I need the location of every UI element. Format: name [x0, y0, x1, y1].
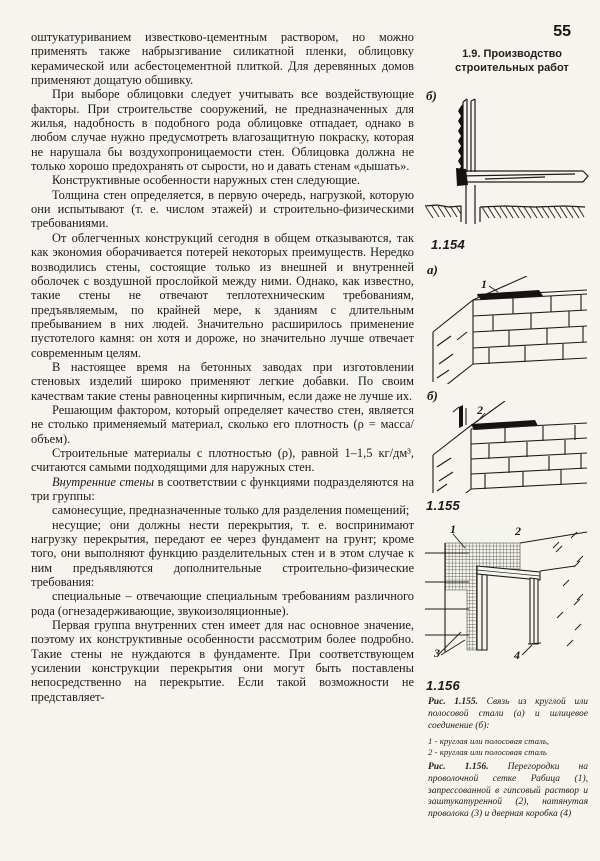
paragraph: специальные – отвечающие специальным тре…	[31, 589, 414, 618]
paragraph: оштукатуриванием известково-цементным ра…	[31, 30, 414, 88]
body-text-column: оштукатуриванием известково-цементным ра…	[31, 30, 414, 704]
fig-1156-number: 1.156	[426, 678, 461, 693]
fig-1155a-panel-label: а)	[427, 262, 438, 277]
steel-strip	[477, 290, 543, 300]
caption-fig-1156-lead: Рис. 1.156.	[428, 762, 489, 772]
fig-1154-number: 1.154	[431, 237, 466, 252]
fig-1156-callout-3: 3	[434, 646, 440, 660]
caption-fig-1155-lead: Рис. 1.155.	[428, 697, 479, 707]
fig-1154-panel-label: б)	[426, 88, 437, 103]
paragraph-rest: в соответствии с функциями подразделяютс…	[31, 474, 414, 503]
steel-strip	[471, 420, 538, 430]
paragraph: несущие; они должны нести перекрытия, т.…	[31, 517, 414, 590]
figure-1155a-drawing	[432, 276, 588, 384]
slot-channel	[459, 405, 463, 428]
legend-line-2: 2 - круглая или полосовая сталь	[428, 746, 547, 757]
figure-1155b-drawing	[432, 401, 588, 493]
figure-1154-drawing	[425, 98, 589, 224]
fig-1155a-callout-1: 1	[481, 277, 487, 291]
brick-wall-with-slot-joint	[432, 401, 588, 493]
paragraph-lead-italic: Внутренние стены	[52, 474, 154, 489]
timber-wall-section	[425, 98, 589, 224]
caption-fig-1155-body: Связь из круглой или полосовой стали (а)…	[428, 697, 588, 731]
legend-line-1: 1 - круглая или полосовая сталь,	[428, 736, 550, 746]
section-header: 1.9. Производство строительных работ	[455, 48, 569, 74]
paragraph: При выборе облицовки следует учитывать в…	[31, 87, 414, 174]
paragraph: самонесущие, предназначенные только для …	[52, 503, 410, 518]
caption-fig-1156-body: Перегородки на проволочной сетке Рабица …	[428, 762, 588, 820]
paragraph: Конструктивные особенности наружных стен…	[52, 173, 361, 188]
partition-doorway	[425, 531, 588, 656]
paragraph: Толщина стен определяется, в первую очер…	[31, 187, 414, 231]
fig-1155b-panel-label: б)	[427, 388, 438, 403]
fig-1156-callout-2: 2	[515, 524, 521, 538]
paragraph: Строительные материалы с плотностью (ρ),…	[31, 445, 414, 475]
figure-1156-drawing	[425, 531, 588, 656]
caption-fig-1155: Рис. 1.155. Связь из круглой или полосов…	[428, 697, 588, 732]
stretched-wires	[425, 552, 469, 636]
fig-1156-callout-4: 4	[514, 648, 520, 662]
caption-fig-1155-legend: 1 - круглая или полосовая сталь, 2 - кру…	[428, 736, 588, 758]
fig-1155-number: 1.155	[426, 498, 461, 513]
paragraph: Решающим фактором, который определяет ка…	[31, 402, 414, 446]
page-number: 55	[553, 23, 571, 40]
paragraph: От облегченных конструкций сегодня в общ…	[31, 230, 414, 360]
fig-1155b-callout-2: 2	[477, 403, 483, 417]
paragraph: В настоящее время на бетонных заводах пр…	[31, 359, 414, 403]
caption-fig-1156: Рис. 1.156. Перегородки на проволочной с…	[428, 762, 588, 821]
paragraph: Первая группа внутренних стен имеет для …	[31, 618, 414, 704]
brick-wall-with-steel-tie	[432, 276, 588, 384]
fig-1156-callout-1: 1	[450, 522, 456, 536]
paragraph: Внутренние стены в соответствии с функци…	[31, 475, 414, 504]
